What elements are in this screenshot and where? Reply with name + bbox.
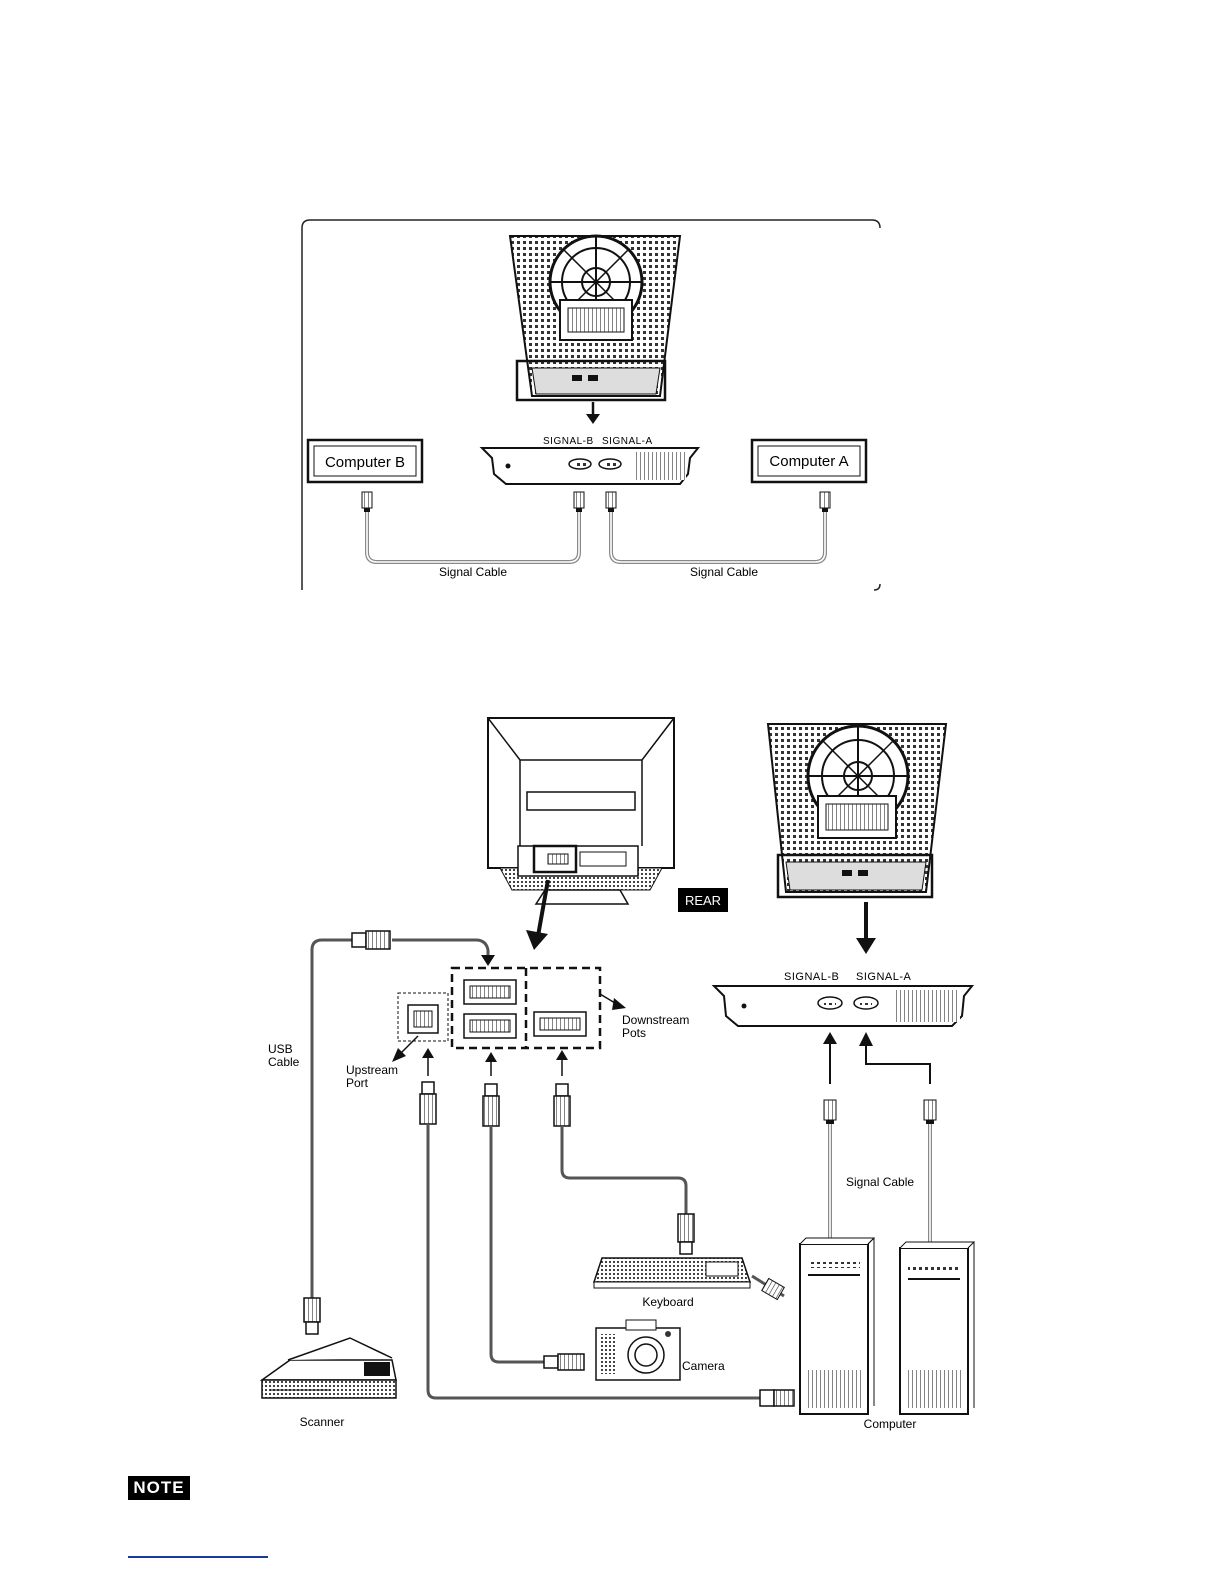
usb-cable-to-keyboard	[562, 1126, 686, 1214]
arrow-up-icon	[556, 1050, 568, 1076]
camera-icon	[596, 1320, 680, 1380]
signal-b-port-icon	[818, 997, 842, 1009]
upstream-port-label-line1: Upstream	[346, 1063, 398, 1077]
downstream-port-icon	[534, 1012, 586, 1036]
arrow-up-icon	[823, 1032, 837, 1084]
usb-plug-icon	[352, 931, 390, 949]
vga-plug-icon	[924, 1100, 936, 1124]
downstream-ports-label-line1: Downstream	[622, 1013, 689, 1027]
computer-label: Computer	[864, 1417, 917, 1431]
vga-plug-icon	[824, 1100, 836, 1124]
rear-label: REAR	[685, 893, 721, 908]
arrow-up-icon	[859, 1032, 930, 1084]
keyboard-icon	[594, 1258, 784, 1300]
signal-cable-label: Signal Cable	[846, 1175, 914, 1189]
downstream-port-icon	[464, 980, 516, 1004]
note-badge: NOTE	[128, 1476, 190, 1500]
lcd-monitor-rear-view	[768, 724, 946, 897]
usb-plug-icon	[554, 1084, 570, 1126]
computer-tower-icon	[900, 1242, 974, 1414]
signal-a-label: SIGNAL-A	[856, 971, 912, 983]
usb-plug-icon	[304, 1298, 320, 1334]
downstream-port-icon	[464, 1014, 516, 1038]
usb-plug-icon	[760, 1390, 794, 1406]
usb-cable-label-line1: USB	[268, 1042, 293, 1056]
usb-plug-icon	[544, 1354, 584, 1370]
signal-b-label: SIGNAL-B	[784, 971, 839, 983]
usb-hub-panel	[398, 968, 600, 1048]
usb-cable	[312, 940, 352, 1300]
crt-monitor-rear-view	[488, 718, 674, 904]
keyboard-label: Keyboard	[642, 1295, 693, 1309]
arrow-up-icon	[422, 1048, 434, 1076]
link-underline[interactable]	[128, 1556, 268, 1558]
arrow-icon	[600, 994, 626, 1010]
scanner-label: Scanner	[300, 1415, 345, 1429]
upstream-port-label-line2: Port	[346, 1076, 369, 1090]
arrow-up-icon	[485, 1052, 497, 1076]
upstream-port-icon	[408, 1005, 438, 1033]
signal-a-port-icon	[854, 997, 878, 1009]
camera-label: Camera	[682, 1359, 725, 1373]
usb-plug-icon	[483, 1084, 499, 1126]
scanner-icon	[262, 1338, 396, 1398]
usb-plug-icon	[420, 1082, 436, 1124]
connector-panel	[714, 986, 972, 1026]
arrow-down-icon	[856, 902, 876, 954]
usb-plug-icon	[678, 1214, 694, 1254]
usb-cable-label-line2: Cable	[268, 1055, 300, 1069]
downstream-ports-label-line2: Pots	[622, 1026, 646, 1040]
usb-hub-connection-diagram: REAR Downstream Pots	[0, 0, 1224, 1470]
computer-tower-icon	[800, 1238, 874, 1414]
usb-cable-to-camera	[491, 1126, 544, 1362]
rear-badge: REAR	[678, 888, 728, 912]
arrow-down-icon	[481, 955, 495, 966]
